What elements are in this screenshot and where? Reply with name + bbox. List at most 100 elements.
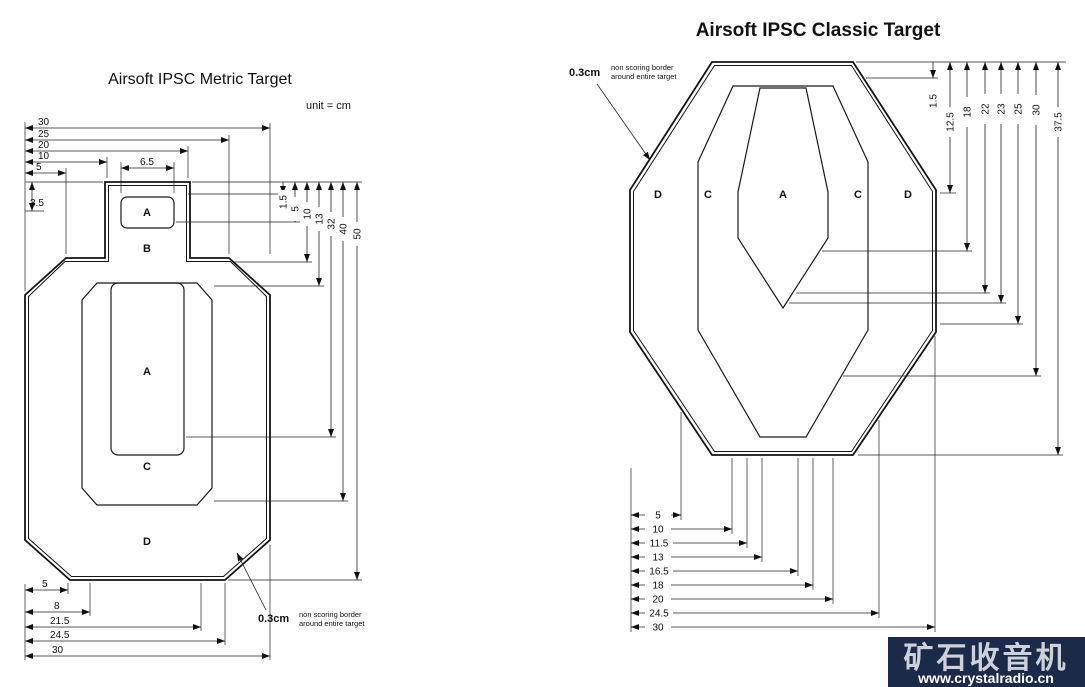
- dim-label: 6.5: [140, 157, 154, 168]
- dim-label: 30: [652, 623, 664, 634]
- dim-label-group: 20: [645, 594, 671, 606]
- dim-label: 18: [652, 581, 664, 592]
- dim-label-group: 37.5: [1053, 107, 1065, 137]
- metric-outer-outline: [24, 181, 271, 581]
- metric-c-zone: [81, 282, 213, 506]
- dim-label-bg: [645, 566, 673, 576]
- dim-label-bg: [1013, 94, 1023, 124]
- dim-label-bg: [1053, 107, 1063, 137]
- dim-label: 10: [38, 151, 50, 162]
- dim-label: 1.5: [279, 195, 290, 209]
- classic-c-right-label: C: [854, 189, 862, 201]
- classic-title: Airsoft IPSC Classic Target: [696, 20, 941, 41]
- dim-label-group: 11.5: [645, 538, 673, 550]
- dim-label: 30: [1032, 104, 1043, 116]
- dim-label: 13: [652, 553, 664, 564]
- dim-label-group: 40: [338, 217, 350, 241]
- dim-label-group: 16.5: [645, 566, 673, 578]
- dim-label: 16.5: [649, 567, 669, 578]
- metric-top-dimensions: 30 25 20 10 5: [24, 117, 271, 291]
- classic-target-diagram: Airsoft IPSC Classic Target D C A C D 0.…: [569, 20, 1066, 634]
- dim-label: 40: [339, 223, 350, 235]
- dim-label-group: 5: [290, 197, 302, 221]
- dim-label: 5: [36, 162, 42, 173]
- metric-border-note: 0.3cm non scoring border around entire t…: [236, 552, 365, 628]
- dim-label-bg: [645, 594, 671, 604]
- classic-a-zone: [737, 87, 829, 310]
- dim-label-bg: [962, 97, 972, 127]
- dim-label-group: 12.5: [945, 107, 957, 137]
- watermark-url: www.crystalradio.cn: [917, 670, 1054, 686]
- dim-label: 5: [655, 511, 661, 522]
- dim-label-group: 30: [645, 622, 671, 634]
- dim-label-bg: [928, 86, 938, 116]
- dim-label-group: 30: [1031, 95, 1043, 125]
- dim-label-bg: [645, 524, 671, 534]
- dim-label: 30: [52, 645, 64, 656]
- dim-label: 21.5: [50, 616, 70, 627]
- dim-label-bg: [645, 608, 673, 618]
- note-leader-line: [596, 83, 651, 161]
- dim-label: 10: [652, 525, 664, 536]
- metric-head-a-zone: [120, 196, 175, 229]
- metric-head-b-label: B: [143, 243, 151, 255]
- classic-d-left-label: D: [654, 189, 662, 201]
- dim-label-bg: [326, 212, 336, 236]
- dim-label-bg: [290, 197, 300, 221]
- dim-label-bg: [352, 222, 362, 246]
- dim-label: 11.5: [650, 539, 669, 550]
- classic-bottom-dimensions: 5 10 11.5 13 16.5 18: [630, 336, 936, 634]
- dim-label-bg: [338, 217, 348, 241]
- dim-label-group: 24.5: [645, 608, 673, 620]
- note-value: 0.3cm: [258, 613, 289, 625]
- dim-label-group: 50: [352, 222, 364, 246]
- classic-outer-outline: [629, 61, 937, 456]
- metric-target-diagram: Airsoft IPSC Metric Target unit = cm A B…: [24, 71, 365, 660]
- dim-label: 8: [54, 601, 60, 612]
- dim-label-bg: [645, 538, 673, 548]
- dim-label-bg: [645, 552, 671, 562]
- note-text-line2: around entire target: [299, 619, 365, 628]
- dim-label-group: 1.5: [928, 86, 940, 116]
- dim-label-group: 25: [1013, 94, 1025, 124]
- metric-left-dimension: 3.5: [25, 181, 103, 212]
- classic-border-note: 0.3cm non scoring border around entire t…: [569, 63, 677, 161]
- classic-c-left-label: C: [704, 189, 712, 201]
- metric-title: Airsoft IPSC Metric Target: [108, 71, 292, 88]
- dim-label-group: 23: [996, 94, 1008, 124]
- dim-label: 25: [1014, 103, 1025, 115]
- note-text-line1: non scoring border: [611, 63, 674, 72]
- dim-label: 18: [963, 106, 974, 118]
- note-text-line1: non scoring border: [299, 610, 362, 619]
- dim-label-group: 1.5: [278, 190, 290, 214]
- classic-c-zone: [697, 85, 869, 438]
- metric-inner-border: [28, 185, 267, 577]
- unit-label: unit = cm: [306, 100, 351, 112]
- dim-label-bg: [645, 510, 671, 520]
- dim-label: 32: [327, 218, 338, 230]
- watermark: 矿石收音机 www.crystalradio.cn: [888, 637, 1085, 687]
- classic-inner-border: [633, 65, 933, 452]
- metric-head-a-label: A: [143, 207, 151, 219]
- dim-label: 37.5: [1054, 112, 1065, 132]
- dim-label: 20: [652, 595, 664, 606]
- dim-label: 30: [38, 117, 50, 128]
- note-text-line2: around entire target: [611, 72, 677, 81]
- classic-a-label: A: [779, 189, 787, 201]
- dim-label: 10: [303, 208, 314, 220]
- metric-c-label: C: [143, 461, 151, 473]
- dim-label-group: 22: [980, 94, 992, 124]
- dim-label: 20: [38, 140, 50, 151]
- dim-label-group: 5: [645, 510, 671, 522]
- dim-label-group: 18: [645, 580, 671, 592]
- dim-label-bg: [314, 207, 324, 231]
- dim-label-bg: [996, 94, 1006, 124]
- dim-label-group: 10: [302, 202, 314, 226]
- watermark-box: [888, 637, 1085, 687]
- dim-label: 24.5: [50, 630, 70, 641]
- dim-label: 12.5: [946, 112, 957, 132]
- dim-label: 5: [42, 579, 48, 590]
- dim-label: 23: [997, 103, 1008, 115]
